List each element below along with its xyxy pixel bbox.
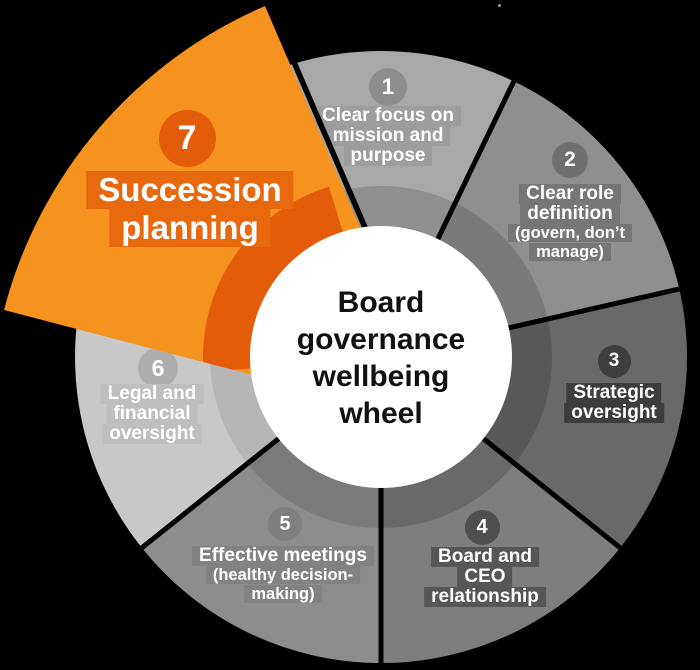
segment-number-badge-1: 1 — [369, 68, 407, 106]
segment-label-line: financial — [106, 404, 198, 424]
segment-label-line: relationship — [424, 587, 546, 607]
segment-label-line: Legal and — [100, 384, 204, 404]
segment-label-line: Effective meetings — [192, 546, 374, 566]
segment-label-line: making) — [244, 585, 322, 603]
center-circle — [250, 226, 512, 488]
wheel-title-line: governance — [296, 323, 466, 356]
wheel-title-line: wellbeing — [312, 360, 450, 393]
segment-label-line: Board and — [431, 547, 539, 567]
highlight-inner-band — [203, 186, 343, 373]
segment-label-line: oversight — [102, 424, 202, 444]
segment-number: 4 — [476, 515, 488, 538]
segment-label-line: definition — [520, 204, 620, 224]
segment-number-badge-3: 3 — [597, 344, 631, 378]
segment-number: 1 — [381, 74, 395, 99]
segment-label-line: Clear role — [519, 184, 621, 204]
segment-number-badge-4: 4 — [464, 509, 500, 545]
segment-label-line: (healthy decision- — [205, 566, 361, 584]
artifact-dot — [498, 4, 501, 7]
segment-number: 2 — [564, 148, 576, 171]
segment-number: 5 — [279, 512, 291, 535]
segment-label-line: manage) — [529, 243, 611, 261]
segment-label-line: Succession — [86, 171, 294, 209]
segment-number-badge-5: 5 — [268, 507, 302, 541]
segment-label-line: mission and — [325, 126, 451, 146]
segment-label-line: oversight — [564, 403, 664, 423]
wheel-title-line: Board — [337, 286, 425, 319]
segment-number: 7 — [177, 118, 197, 157]
segment-label-line: Clear focus on — [315, 106, 461, 126]
segment-number: 6 — [151, 354, 165, 381]
segment-label-line: planning — [109, 209, 271, 247]
segment-number-badge-2: 2 — [552, 142, 588, 178]
segment-number-badge-7: 7 — [158, 109, 216, 167]
segment-label-line: (govern, don’t — [508, 224, 632, 242]
wheel-title: Board governance wellbeing wheel — [297, 284, 465, 432]
segment-label-line: Strategic — [566, 383, 662, 403]
segment-number: 3 — [608, 350, 620, 371]
segment-label-5: Effective meetings(healthy decision-maki… — [192, 546, 374, 604]
segment-label-line: CEO — [457, 567, 513, 587]
segment-label-line: purpose — [343, 146, 433, 166]
wheel-title-line: wheel — [339, 397, 423, 430]
segment-number-badge-6: 6 — [138, 348, 178, 388]
